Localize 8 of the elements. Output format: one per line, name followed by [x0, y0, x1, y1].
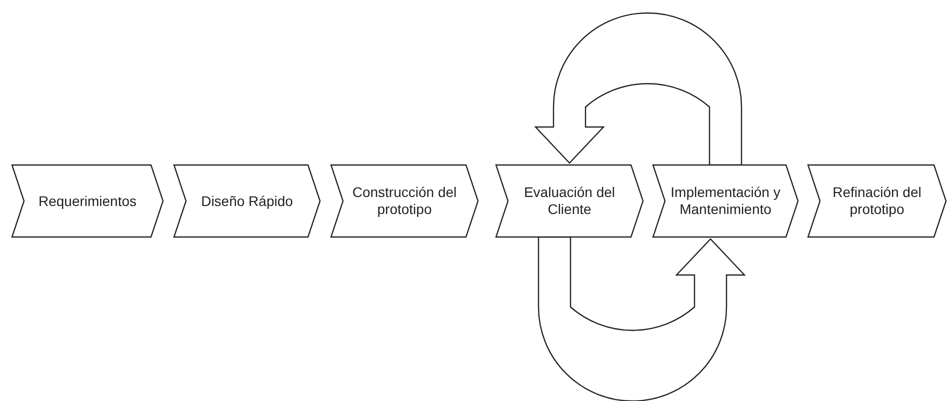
step-label: Diseño Rápido	[201, 192, 293, 210]
step-label: Requerimientos	[38, 192, 137, 210]
step-label: Refinación del prototipo	[832, 184, 922, 218]
step-label: Implementación y Mantenimiento	[670, 184, 780, 218]
u-turn-arrow	[534, 12, 742, 166]
u-turn-arrow	[538, 236, 746, 401]
step-label: Evaluación del Cliente	[522, 184, 616, 218]
step-label: Construcción del prototipo	[351, 184, 458, 218]
